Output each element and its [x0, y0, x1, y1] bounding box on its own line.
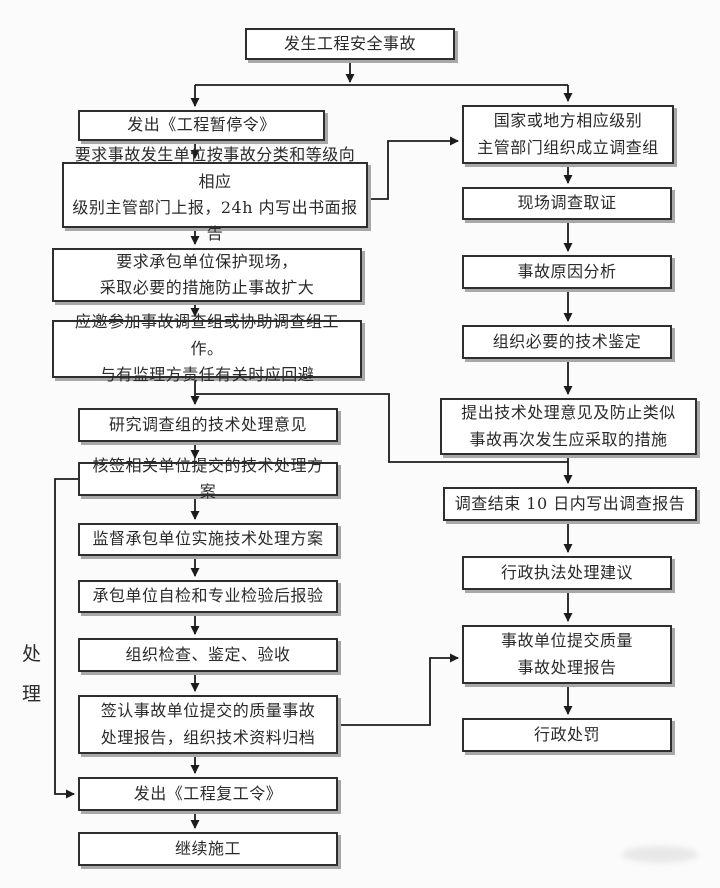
node-supervise-implementation: 监督承包单位实施技术处理方案: [78, 523, 338, 556]
node-sign-quality-report-archive: 签认事故单位提交的质量事故 处理报告，组织技术资料归档: [78, 695, 338, 754]
node-cause-analysis: 事故原因分析: [462, 255, 672, 289]
node-join-investigation-group: 应邀参加事故调查组或协助调查组工作。 与有监理方责任有关时应回避: [52, 312, 362, 384]
node-issue-suspension-order: 发出《工程暂停令》: [78, 110, 325, 141]
node-site-investigation-evidence: 现场调查取证: [462, 187, 672, 220]
node-countersign-technical-plan: 核签相关单位提交的技术处理方案: [78, 456, 338, 501]
node-accident-occurs: 发生工程安全事故: [245, 28, 455, 60]
process-side-label: 处 理: [21, 643, 42, 705]
node-authority-forms-investigation-group: 国家或地方相应级别 主管部门组织成立调查组: [462, 105, 674, 164]
node-investigation-report-10-days: 调查结束 10 日内写出调查报告: [443, 487, 697, 521]
node-study-technical-opinion: 研究调查组的技术处理意见: [78, 408, 338, 442]
node-technical-appraisal: 组织必要的技术鉴定: [462, 325, 672, 359]
node-organize-inspection-acceptance: 组织检查、鉴定、验收: [78, 638, 338, 672]
node-report-to-authority-24h: 要求事故发生单位按事故分类和等级向相应 级别主管部门上报，24h 内写出书面报告: [62, 145, 368, 243]
node-propose-technical-opinion-measures: 提出技术处理意见及防止类似 事故再次发生应采取的措施: [440, 398, 697, 455]
node-issue-resume-work-order: 发出《工程复工令》: [78, 777, 338, 811]
node-unit-submits-quality-report: 事故单位提交质量 事故处理报告: [462, 625, 672, 684]
node-administrative-enforcement-suggestion: 行政执法处理建议: [462, 556, 672, 590]
watermark-smudge: [622, 846, 698, 863]
node-administrative-penalty: 行政处罚: [462, 718, 672, 752]
node-continue-construction: 继续施工: [78, 832, 338, 866]
node-contractor-self-inspection: 承包单位自检和专业检验后报验: [78, 580, 338, 613]
node-protect-site: 要求承包单位保护现场， 采取必要的措施防止事故扩大: [52, 248, 362, 302]
